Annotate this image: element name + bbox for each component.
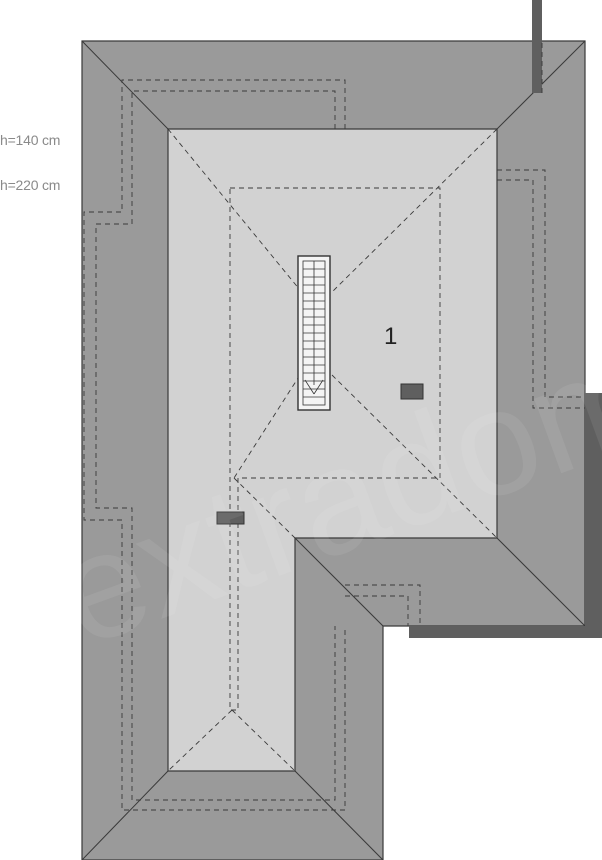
height-line-left-2 <box>95 90 336 801</box>
inner-hip-lines <box>167 128 498 772</box>
roof-hip-lines <box>81 40 586 860</box>
chimney-icon <box>400 383 424 400</box>
legend-height-220: h=220 cm <box>0 177 61 193</box>
room-number-1: 1 <box>384 323 397 350</box>
height-line-bottom-right <box>345 584 421 626</box>
staircase-icon <box>297 255 331 411</box>
height-line-right-2 <box>497 179 585 409</box>
legend-height-140: h=140 cm <box>0 132 61 148</box>
height-line-left <box>83 79 346 811</box>
ventilation-icon <box>216 511 245 525</box>
height-line-inner <box>229 187 441 711</box>
height-line-bottom-right-2 <box>345 595 409 626</box>
